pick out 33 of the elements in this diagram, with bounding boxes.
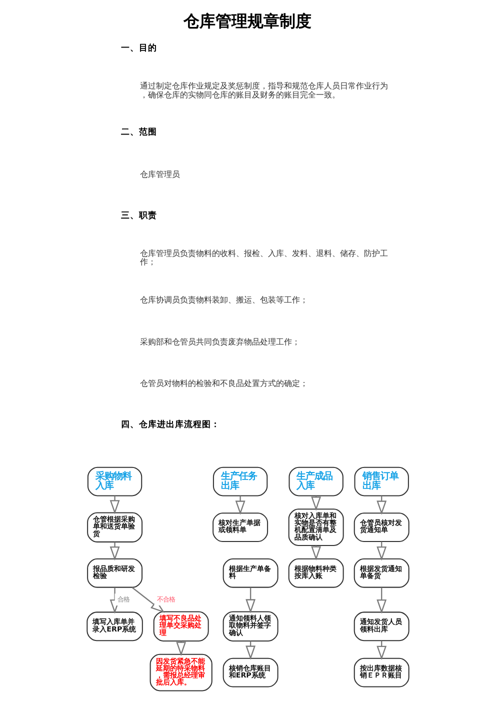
arrow xyxy=(110,496,120,514)
diagram-title: 仓库管理规章制度 xyxy=(184,11,312,30)
node-box: 仓管员核对发货通知单 xyxy=(354,512,410,542)
node-box: 报品质和研发检验 xyxy=(87,558,143,588)
arrow xyxy=(110,587,120,614)
arrow xyxy=(235,496,246,515)
label: 一、目的 xyxy=(121,44,158,54)
label: 二、范围 xyxy=(121,127,158,138)
label: 仓库管理员负责物料的收料、报检、入库、发料、退料、储存、防护工作； xyxy=(140,248,388,267)
arrow xyxy=(246,587,256,614)
node-box: 根据物料种类按库入账 xyxy=(288,558,344,588)
node-box: 采购物料入库 xyxy=(87,466,142,496)
label: 仓管员对物料的检验和不良品处置方式的确定； xyxy=(140,379,308,388)
node-box: 核销仓库账目和ERP系统 xyxy=(222,658,278,688)
node-box: 通知发货人员领料出库 xyxy=(354,612,410,642)
node-box: 生产任务出库 xyxy=(212,466,268,496)
label: 仓库管理员 xyxy=(140,170,180,180)
node-box: 根据发货通知单备货 xyxy=(354,558,410,588)
label: 通过制定仓库作业规定及奖惩制度，指导和规范仓库人员日常作业行为，确保仓库的实物同仓库的账目及财务的账目完全一致。 xyxy=(140,82,388,100)
node-box: 核对生产单据或领料单 xyxy=(212,512,268,542)
node-box: 按出库数据核销ＥＰＲ账目 xyxy=(354,658,410,688)
node-box: 通知领料人领取物料并签字确认 xyxy=(222,611,278,642)
label: 采购部和仓管员共同负责废弃物品处理工作； xyxy=(140,337,300,346)
node-box: 销售订单出库 xyxy=(354,466,409,496)
node-box: 填写入库单并录入ERP系统 xyxy=(86,612,143,642)
arrow xyxy=(376,587,387,614)
arrow xyxy=(110,542,120,561)
label: 三、职责 xyxy=(121,210,158,221)
node-box: 根据生产单备料 xyxy=(222,558,278,588)
node-box: 仓管根据采购单和送货单验货 xyxy=(87,512,143,542)
label: 仓库协调员负责物料装卸、搬运、包装等工作； xyxy=(140,296,308,305)
label: 四、仓库进出库流程图： xyxy=(121,420,220,430)
node-box: 因发货紧急不能延期的特采物料，需报总经理审批后入库。 xyxy=(150,654,212,692)
